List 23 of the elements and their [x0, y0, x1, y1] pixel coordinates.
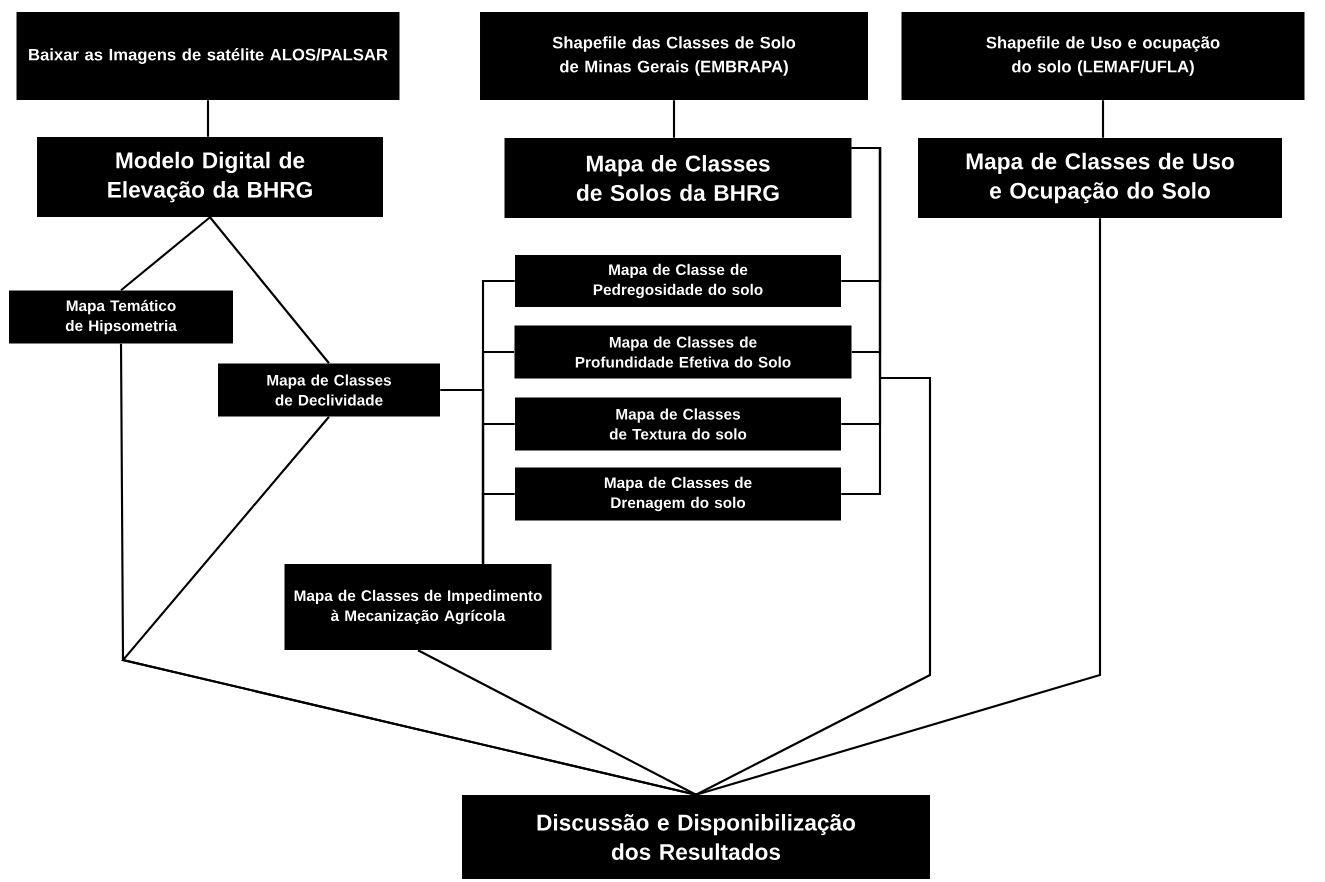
- process-box: Modelo Digital de Elevação da BHRG: [37, 137, 383, 217]
- process-box: Discussão e Disponibilização dos Resultados: [462, 795, 930, 879]
- process-box: Mapa Temático de Hipsometria: [9, 290, 233, 344]
- process-box: Mapa de Classes de Solos da BHRG: [504, 138, 852, 218]
- process-box: Mapa de Classes de Declividade: [218, 363, 440, 417]
- connector-line: [1101, 100, 1105, 138]
- connector-line: [206, 100, 210, 137]
- process-box: Mapa de Classes de Drenagem do solo: [515, 467, 841, 521]
- connector-line: [695, 146, 932, 796]
- process-box: Shapefile de Uso e ocupação do solo (LEMAF/UFLA): [901, 12, 1305, 100]
- process-box: Mapa de Classe de Pedregosidade do solo: [515, 255, 841, 307]
- process-box: Mapa de Classes de Profundidade Efetiva do Solo: [514, 325, 852, 379]
- process-box: Shapefile das Classes de Solo de Minas Gerais (EMBRAPA): [480, 12, 868, 100]
- connector-line: [481, 492, 515, 564]
- connector-line: [695, 218, 1102, 796]
- process-box: Mapa de Classes de Impedimento à Mecanização Agrícola: [284, 564, 552, 650]
- connector-line: [120, 216, 211, 292]
- process-box: Baixar as Imagens de satélite ALOS/PALSAR: [16, 12, 400, 100]
- connector-line: [672, 100, 676, 138]
- connector-line: [209, 216, 330, 364]
- connector-line: [417, 649, 697, 796]
- process-box: Mapa de Classes de Textura do solo: [515, 397, 841, 451]
- process-box: Mapa de Classes de Uso e Ocupação do Solo: [918, 138, 1282, 218]
